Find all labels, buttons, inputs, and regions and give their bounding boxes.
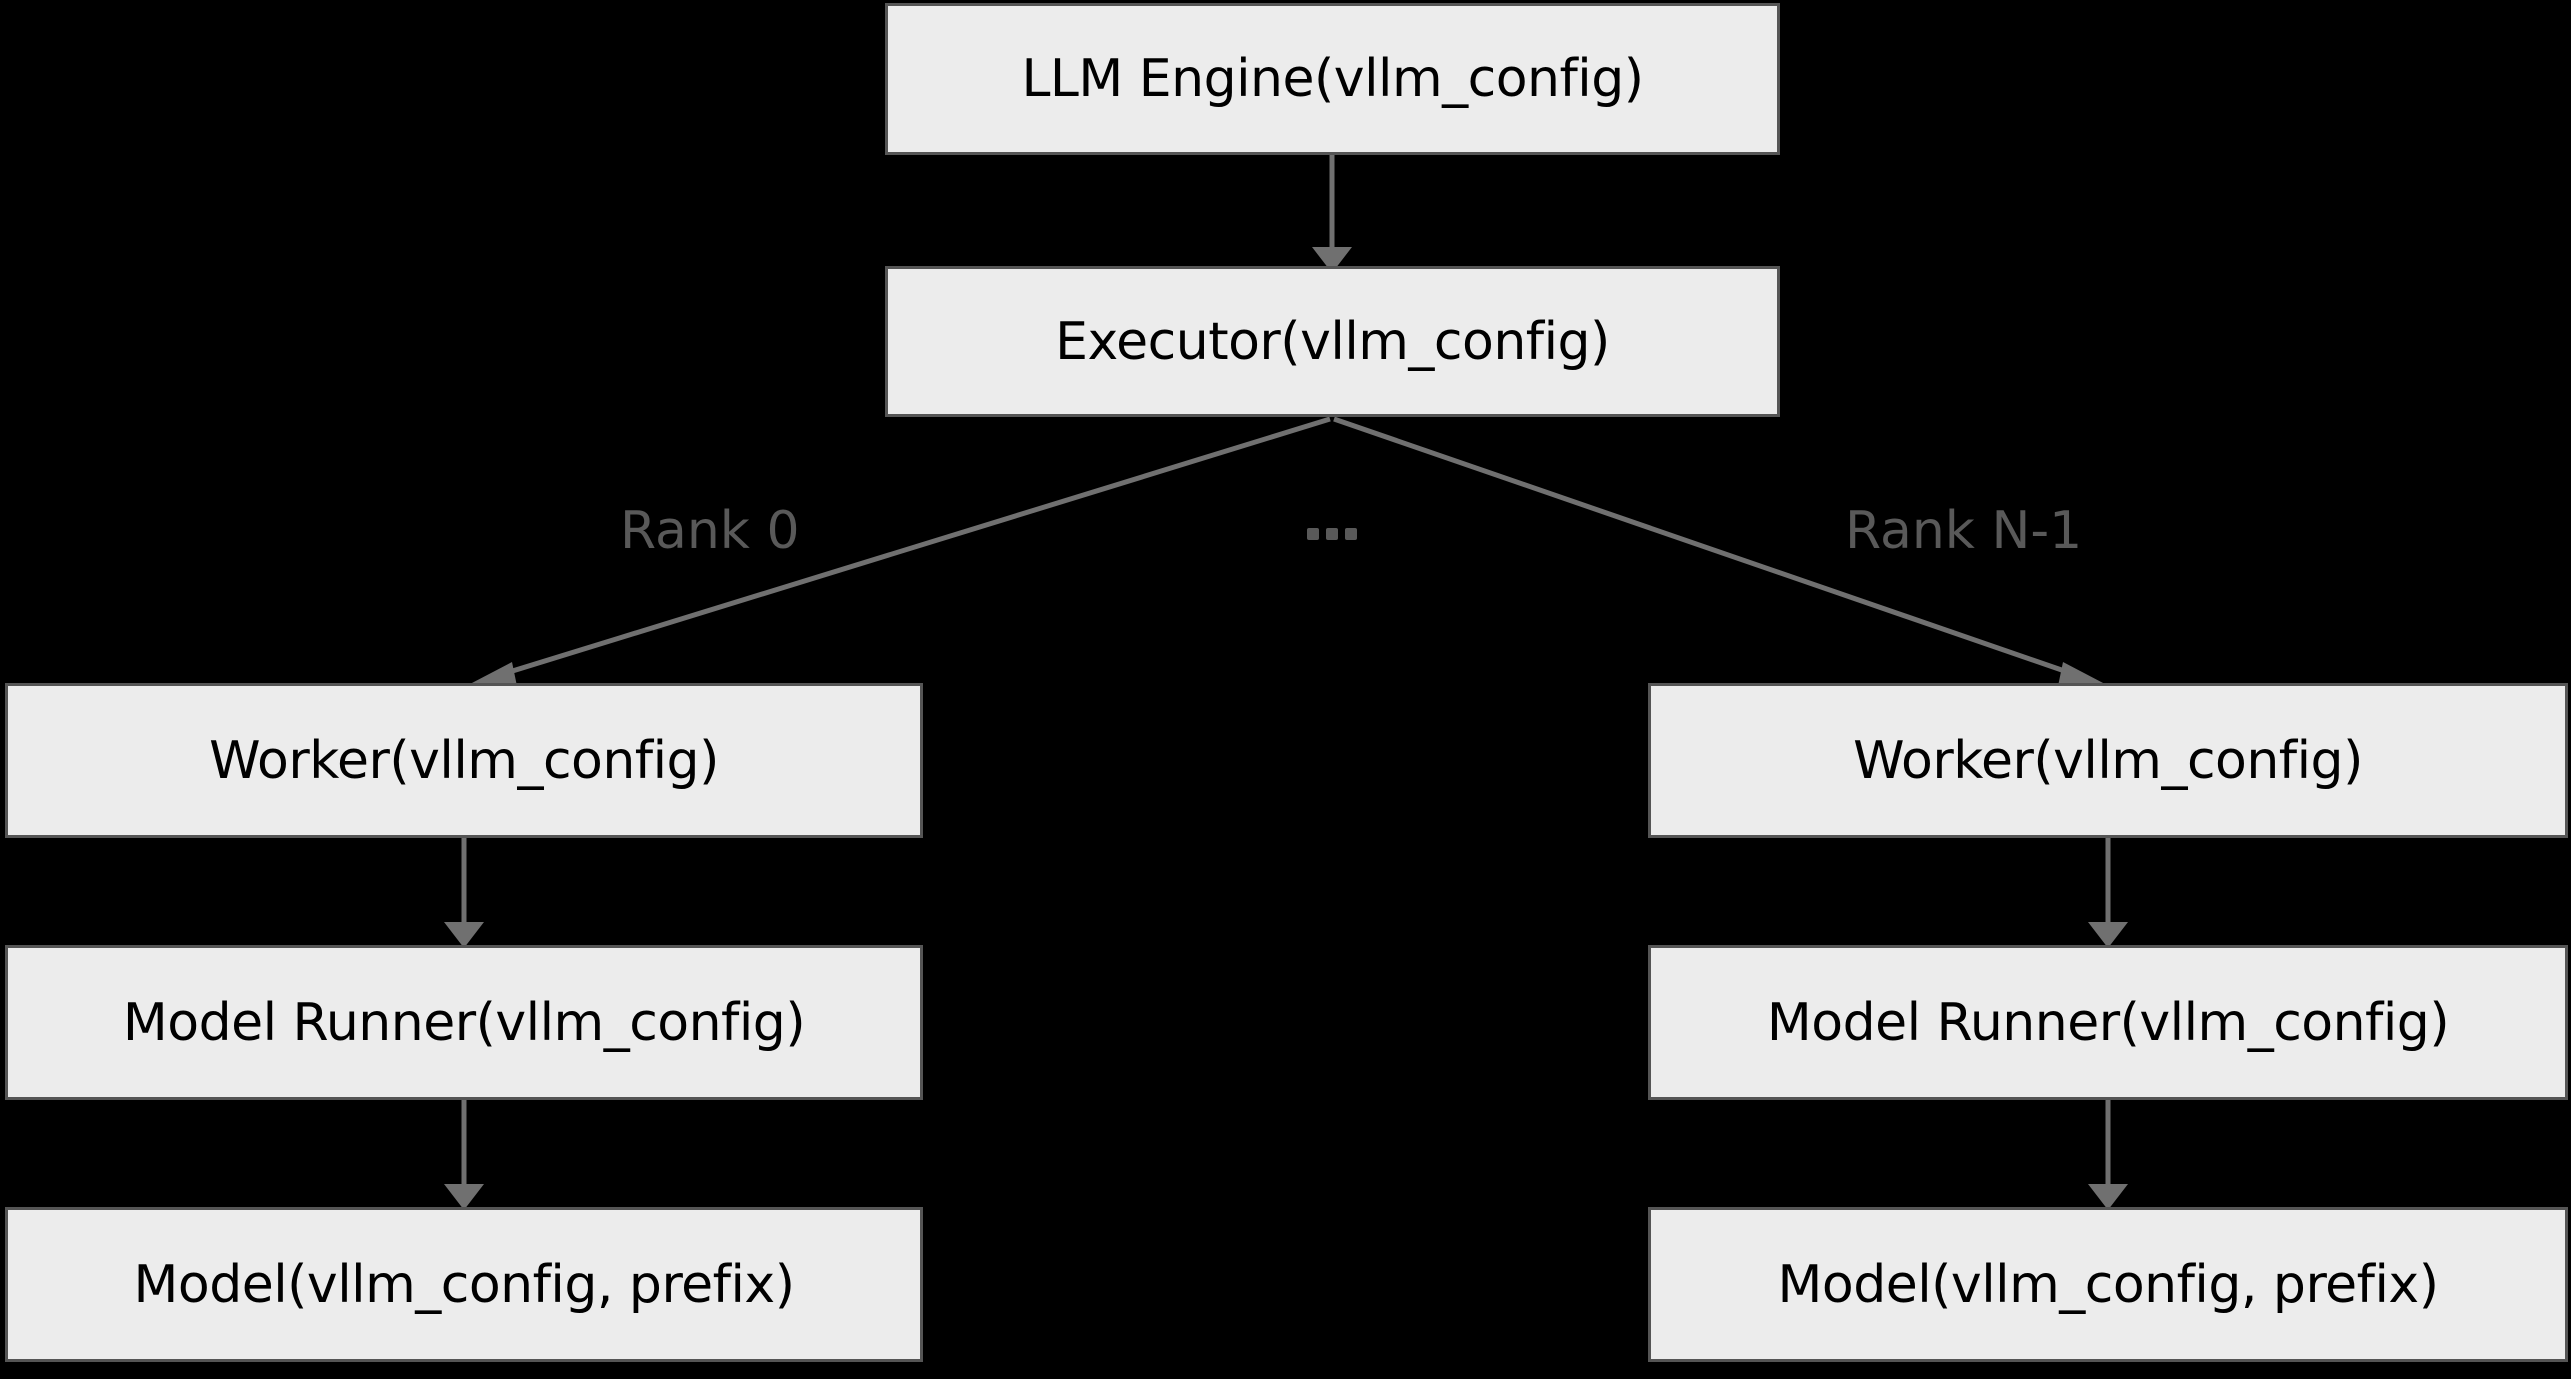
node-model-rank0-label: Model(vllm_config, prefix) bbox=[133, 1254, 795, 1315]
node-model-rankn-label: Model(vllm_config, prefix) bbox=[1777, 1254, 2439, 1315]
ellipsis-dot bbox=[1345, 528, 1357, 540]
node-executor[interactable]: Executor(vllm_config) bbox=[885, 266, 1780, 417]
node-model-rankn[interactable]: Model(vllm_config, prefix) bbox=[1648, 1207, 2568, 1362]
node-model-runner-rankn[interactable]: Model Runner(vllm_config) bbox=[1648, 945, 2568, 1100]
node-llm-engine-label: LLM Engine(vllm_config) bbox=[1021, 49, 1644, 109]
edge-executor-to-worker-rank0 bbox=[470, 416, 1331, 691]
edge-worker0-to-runner0 bbox=[444, 838, 484, 948]
ellipsis-dot bbox=[1326, 528, 1338, 540]
ellipsis-dot bbox=[1307, 528, 1319, 540]
ellipsis-icon bbox=[1307, 528, 1357, 540]
node-model-runner-rank0-label: Model Runner(vllm_config) bbox=[122, 992, 806, 1053]
node-model-rank0[interactable]: Model(vllm_config, prefix) bbox=[5, 1207, 923, 1362]
edge-label-rank-first: Rank 0 bbox=[620, 501, 800, 561]
edge-runnern-to-modeln bbox=[2088, 1100, 2128, 1210]
node-worker-rankn[interactable]: Worker(vllm_config) bbox=[1648, 683, 2568, 838]
edge-workern-to-runnern bbox=[2088, 838, 2128, 948]
node-model-runner-rankn-label: Model Runner(vllm_config) bbox=[1766, 992, 2450, 1053]
node-worker-rank0-label: Worker(vllm_config) bbox=[209, 730, 719, 791]
node-executor-label: Executor(vllm_config) bbox=[1055, 311, 1610, 372]
edge-engine-to-executor bbox=[1312, 155, 1352, 273]
edge-label-rank-last: Rank N-1 bbox=[1845, 501, 2083, 561]
node-model-runner-rank0[interactable]: Model Runner(vllm_config) bbox=[5, 945, 923, 1100]
node-worker-rankn-label: Worker(vllm_config) bbox=[1853, 730, 2363, 791]
node-worker-rank0[interactable]: Worker(vllm_config) bbox=[5, 683, 923, 838]
edge-runner0-to-model0 bbox=[444, 1100, 484, 1210]
node-llm-engine[interactable]: LLM Engine(vllm_config) bbox=[885, 3, 1780, 155]
